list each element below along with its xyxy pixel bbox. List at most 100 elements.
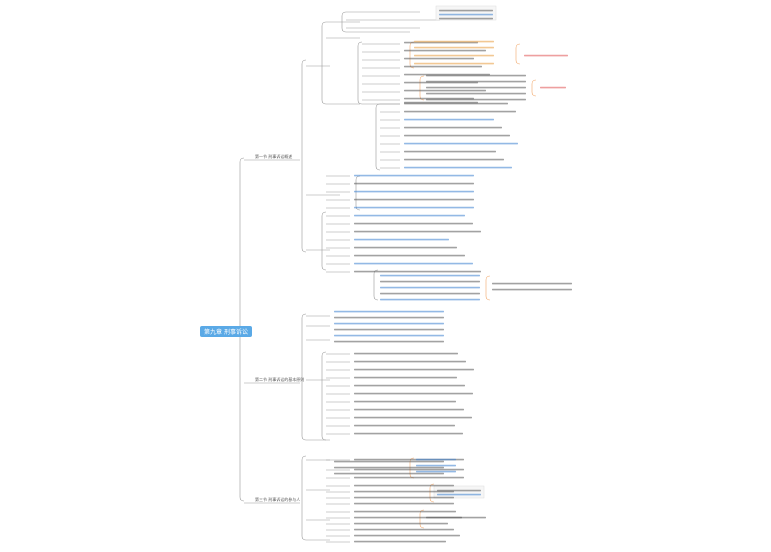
root-label: 第九章 刑事诉讼 bbox=[204, 328, 248, 336]
text-line-placeholder bbox=[492, 282, 572, 285]
text-line-placeholder bbox=[404, 89, 486, 92]
text-line-placeholder bbox=[437, 489, 481, 492]
connector-lines bbox=[239, 11, 537, 543]
branch-bracket bbox=[301, 455, 307, 541]
text-line-placeholder bbox=[414, 62, 494, 65]
text-line-placeholder bbox=[354, 476, 464, 479]
text-line-placeholder bbox=[380, 280, 480, 283]
text-placeholders bbox=[334, 9, 572, 543]
text-line-placeholder bbox=[354, 230, 481, 233]
text-line-placeholder bbox=[426, 74, 526, 77]
text-line-placeholder bbox=[354, 484, 454, 487]
text-line-placeholder bbox=[354, 392, 473, 395]
text-line-placeholder bbox=[404, 150, 496, 153]
branch-1-label[interactable]: 第一节 刑事诉讼概述 bbox=[255, 153, 292, 159]
text-line-placeholder bbox=[354, 254, 465, 257]
text-line-placeholder bbox=[354, 206, 474, 209]
text-line-placeholder bbox=[354, 522, 448, 525]
note-boxes bbox=[433, 5, 497, 499]
text-line-placeholder bbox=[404, 57, 474, 60]
text-line-placeholder bbox=[414, 46, 494, 49]
branch-bracket bbox=[301, 313, 307, 441]
branch-bracket bbox=[485, 275, 491, 301]
text-line-placeholder bbox=[334, 460, 444, 463]
text-line-placeholder bbox=[354, 190, 474, 193]
branch-bracket bbox=[429, 483, 435, 503]
text-line-placeholder bbox=[404, 142, 518, 145]
text-line-placeholder bbox=[540, 86, 566, 89]
branch-bracket bbox=[321, 351, 327, 441]
text-line-placeholder bbox=[426, 80, 526, 83]
text-line-placeholder bbox=[334, 310, 444, 313]
text-line-placeholder bbox=[404, 134, 510, 137]
text-line-placeholder bbox=[354, 490, 454, 493]
branch-bracket bbox=[321, 21, 327, 105]
branch-bracket bbox=[301, 59, 307, 253]
text-line-placeholder bbox=[524, 54, 568, 57]
text-line-placeholder bbox=[404, 118, 494, 121]
text-line-placeholder bbox=[354, 262, 473, 265]
text-line-placeholder bbox=[354, 408, 464, 411]
text-line-placeholder bbox=[354, 502, 454, 505]
text-line-placeholder bbox=[334, 328, 444, 331]
branch-3-label[interactable]: 第三节 刑事诉讼的参与人 bbox=[255, 496, 300, 502]
text-line-placeholder bbox=[416, 470, 456, 473]
text-line-placeholder bbox=[416, 458, 456, 461]
text-line-placeholder bbox=[354, 384, 465, 387]
branch-bracket bbox=[419, 509, 425, 529]
text-line-placeholder bbox=[334, 466, 444, 469]
text-line-placeholder bbox=[437, 493, 481, 496]
text-line-placeholder bbox=[404, 65, 482, 68]
root-node[interactable]: 第九章 刑事诉讼 bbox=[200, 326, 252, 337]
branch-bracket bbox=[373, 269, 379, 301]
text-line-placeholder bbox=[354, 534, 460, 537]
text-line-placeholder bbox=[492, 288, 572, 291]
text-line-placeholder bbox=[354, 222, 473, 225]
text-line-placeholder bbox=[380, 292, 480, 295]
text-line-placeholder bbox=[439, 13, 493, 16]
text-line-placeholder bbox=[354, 360, 466, 363]
text-line-placeholder bbox=[334, 322, 444, 325]
text-line-placeholder bbox=[380, 298, 480, 301]
branch-bracket bbox=[341, 11, 347, 33]
branch-bracket bbox=[515, 43, 521, 65]
text-line-placeholder bbox=[426, 92, 526, 95]
text-line-placeholder bbox=[404, 102, 508, 105]
text-line-placeholder bbox=[439, 9, 493, 12]
branch-2-label[interactable]: 第二节 刑事诉讼的基本原则 bbox=[255, 376, 304, 382]
text-line-placeholder bbox=[414, 54, 494, 57]
branch-bracket bbox=[355, 175, 361, 211]
text-line-placeholder bbox=[416, 464, 456, 467]
text-line-placeholder bbox=[354, 416, 472, 419]
text-line-placeholder bbox=[354, 496, 454, 499]
text-line-placeholder bbox=[426, 516, 486, 519]
text-line-placeholder bbox=[354, 246, 457, 249]
text-line-placeholder bbox=[404, 110, 516, 113]
text-line-placeholder bbox=[439, 17, 493, 20]
text-line-placeholder bbox=[354, 540, 446, 543]
branch-bracket bbox=[419, 75, 425, 101]
branch-bracket bbox=[375, 103, 381, 171]
text-line-placeholder bbox=[414, 40, 494, 43]
text-line-placeholder bbox=[354, 424, 455, 427]
note-box bbox=[435, 5, 497, 21]
text-line-placeholder bbox=[354, 174, 474, 177]
text-line-placeholder bbox=[354, 238, 449, 241]
text-line-placeholder bbox=[354, 432, 463, 435]
text-line-placeholder bbox=[354, 198, 474, 201]
text-line-placeholder bbox=[334, 316, 444, 319]
text-line-placeholder bbox=[380, 286, 480, 289]
text-line-placeholder bbox=[404, 126, 502, 129]
text-line-placeholder bbox=[354, 352, 458, 355]
text-line-placeholder bbox=[354, 376, 457, 379]
text-line-placeholder bbox=[404, 166, 512, 169]
branch-bracket bbox=[531, 79, 537, 97]
text-line-placeholder bbox=[426, 86, 526, 89]
text-line-placeholder bbox=[404, 158, 504, 161]
text-line-placeholder bbox=[380, 274, 480, 277]
text-line-placeholder bbox=[354, 400, 456, 403]
text-line-placeholder bbox=[354, 510, 456, 513]
text-line-placeholder bbox=[354, 182, 474, 185]
text-line-placeholder bbox=[354, 468, 464, 471]
